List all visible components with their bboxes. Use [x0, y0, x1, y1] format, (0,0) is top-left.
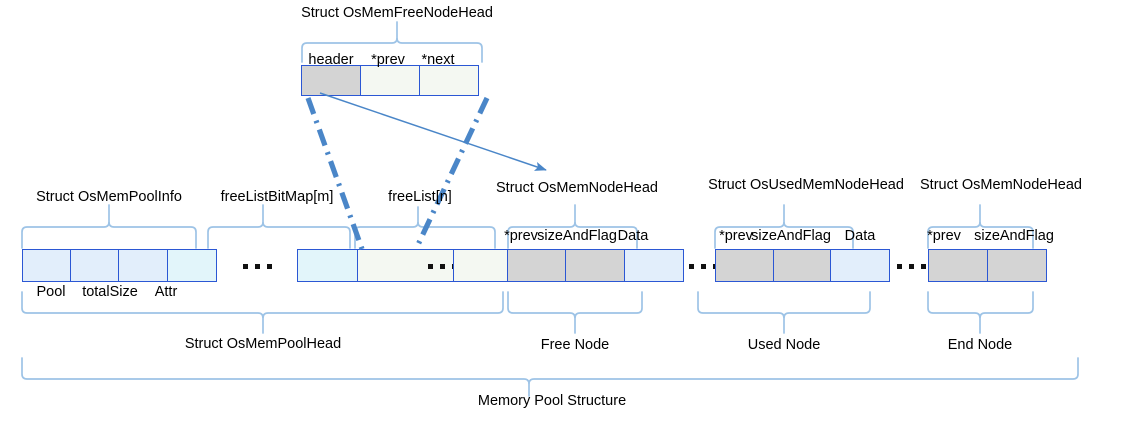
cell-end-prev[interactable] [928, 249, 988, 282]
used-node-field-sizeandflag: sizeAndFlag [751, 228, 831, 244]
free-node-field-sizeandflag: sizeAndFlag [537, 228, 617, 244]
free-node-row [453, 249, 688, 282]
free-node-field-prev: *prev [504, 228, 538, 244]
cell-header[interactable] [301, 65, 361, 96]
cell-next[interactable] [419, 65, 480, 96]
used-node-field-prev: *prev [719, 228, 753, 244]
free-node-field-data: Data [617, 228, 649, 244]
arrow-header-to-free-node [319, 92, 547, 171]
osmempoolinfo-label: Struct OsMemPoolInfo [36, 189, 182, 205]
used-node-struct-label: Struct OsUsedMemNodeHead [708, 177, 904, 193]
cell-used-prev[interactable] [715, 249, 774, 282]
cell-free-prev[interactable] [506, 249, 567, 282]
cell-freelist-last[interactable] [453, 249, 508, 282]
pool-field-label-pool: Pool [36, 284, 66, 300]
end-node-label: End Node [947, 337, 1013, 353]
top-struct-label: Struct OsMemFreeNodeHead [301, 5, 493, 21]
cell-used-data[interactable] [830, 249, 891, 282]
end-node-field-sizeandflag: sizeAndFlag [974, 228, 1054, 244]
cell-attr[interactable] [118, 249, 168, 282]
top-field-label-next: *next [421, 52, 455, 68]
freelistbitmap-label: freeListBitMap[m] [220, 189, 334, 205]
end-node-row [928, 249, 1048, 282]
top-field-label-prev: *prev [371, 52, 405, 68]
dashdot-header-to-bitmap [305, 97, 365, 250]
cell-bitmap-last[interactable] [297, 249, 359, 282]
used-node-field-data: Data [844, 228, 876, 244]
pool-field-label-totalsize: totalSize [82, 284, 138, 300]
ellipsis-bitmap [243, 249, 272, 283]
top-field-label-header: header [308, 52, 354, 68]
dashdot-header-to-freelist [413, 96, 490, 251]
free-node-label: Free Node [540, 337, 610, 353]
pool-info-row [22, 249, 217, 282]
cell-bitmap-first[interactable] [166, 249, 217, 282]
used-node-label: Used Node [747, 337, 821, 353]
cell-free-data[interactable] [623, 249, 684, 282]
cell-used-sizeandflag[interactable] [772, 249, 832, 282]
osmempoolhead-label: Struct OsMemPoolHead [184, 336, 342, 352]
cell-prev[interactable] [359, 65, 421, 96]
ellipsis-used-end [897, 249, 926, 283]
used-node-row [715, 249, 893, 282]
diagram-title: Memory Pool Structure [477, 393, 627, 409]
pool-field-label-attr: Attr [154, 284, 178, 300]
end-node-field-prev: *prev [927, 228, 961, 244]
free-node-struct-label: Struct OsMemNodeHead [496, 180, 658, 196]
osmemfreenodehead-row [301, 65, 482, 96]
end-node-struct-label: Struct OsMemNodeHead [920, 177, 1082, 193]
freelist-label: freeList[n] [388, 189, 452, 205]
cell-pool[interactable] [22, 249, 72, 282]
cell-end-sizeandflag[interactable] [986, 249, 1047, 282]
